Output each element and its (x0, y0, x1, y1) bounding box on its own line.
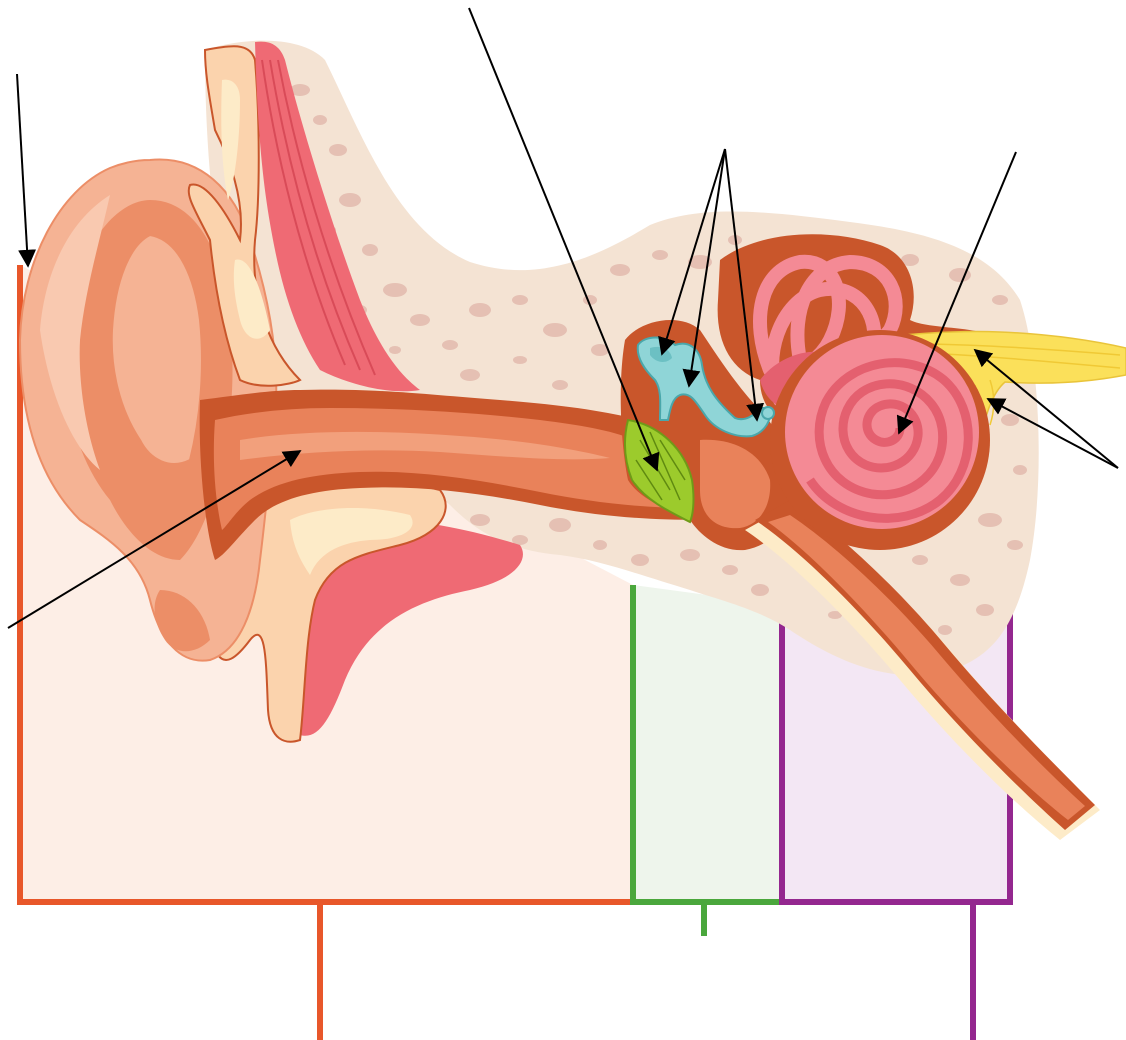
cochlea (770, 330, 990, 550)
arrow-auricle (17, 74, 28, 266)
middle-ear-region (633, 585, 782, 902)
oval-window (762, 407, 774, 419)
